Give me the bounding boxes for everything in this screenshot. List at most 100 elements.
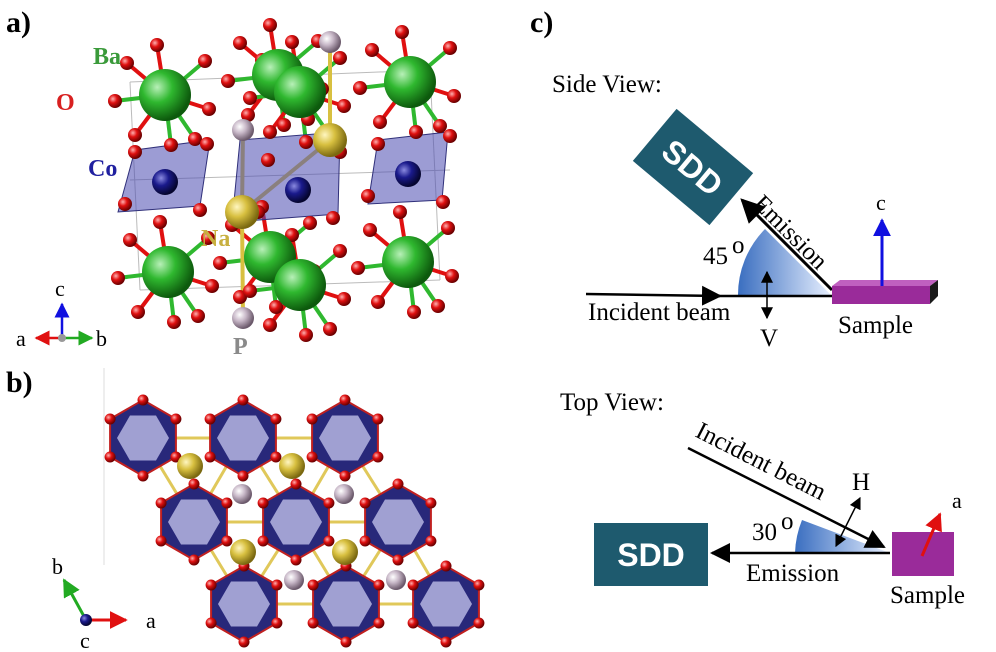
top-a-axis-arrow bbox=[920, 512, 942, 557]
o-atom bbox=[326, 211, 340, 225]
o-atom bbox=[270, 451, 282, 463]
o-atom bbox=[108, 94, 122, 108]
na-atom bbox=[332, 539, 358, 565]
o-atom bbox=[263, 318, 277, 332]
o-atom bbox=[353, 81, 367, 95]
o-atom bbox=[333, 244, 347, 258]
ba-atom bbox=[382, 236, 434, 288]
ba-atom bbox=[384, 56, 436, 108]
octahedron-face bbox=[270, 499, 322, 545]
o-atom bbox=[323, 322, 337, 336]
side-c-axis-label: c bbox=[876, 190, 886, 215]
ba-atom bbox=[274, 259, 326, 311]
o-atom bbox=[339, 394, 351, 406]
o-atom bbox=[407, 617, 419, 629]
p-atom bbox=[232, 119, 254, 141]
o-atom bbox=[261, 153, 275, 167]
o-atom bbox=[137, 394, 149, 406]
o-atom bbox=[371, 295, 385, 309]
side-incident-label: Incident beam bbox=[588, 299, 731, 326]
o-atom bbox=[440, 636, 452, 648]
o-atom bbox=[270, 413, 282, 425]
svg-text:30: 30 bbox=[752, 519, 777, 546]
side-view: Side View: SDD Emission Incident beam V … bbox=[552, 71, 938, 352]
o-atom bbox=[202, 102, 216, 116]
atoms-top bbox=[104, 394, 485, 648]
o-atom bbox=[277, 118, 291, 132]
o-atom bbox=[441, 221, 455, 235]
o-atom bbox=[263, 18, 277, 32]
atoms bbox=[108, 18, 461, 342]
side-incident-arrow bbox=[585, 285, 722, 306]
co-atom bbox=[285, 177, 311, 203]
top-a-axis-label: a bbox=[952, 488, 962, 513]
na-atom bbox=[225, 195, 259, 229]
o-atom bbox=[306, 413, 318, 425]
o-atom bbox=[299, 135, 313, 149]
label-o: O bbox=[56, 90, 75, 116]
o-atom bbox=[198, 54, 212, 68]
na-atom bbox=[230, 539, 256, 565]
o-atom bbox=[237, 470, 249, 482]
o-atom bbox=[307, 617, 319, 629]
o-atom bbox=[290, 478, 302, 490]
side-sample bbox=[832, 280, 938, 304]
o-atom bbox=[425, 497, 437, 509]
o-atom bbox=[365, 43, 379, 57]
o-atom bbox=[104, 413, 116, 425]
label-ba: Ba bbox=[93, 44, 121, 70]
o-atom bbox=[473, 617, 485, 629]
o-atom bbox=[303, 216, 317, 230]
o-atom bbox=[188, 554, 200, 566]
o-atom bbox=[167, 315, 181, 329]
o-atom bbox=[128, 128, 142, 142]
top-detector-label: SDD bbox=[617, 537, 685, 573]
label-p: P bbox=[233, 334, 248, 360]
o-atom bbox=[131, 305, 145, 319]
axes-triad-b: b a c bbox=[52, 554, 156, 652]
top-view: Top View: SDD Incident beam Emission H 3… bbox=[560, 389, 965, 609]
o-atom bbox=[371, 137, 385, 151]
o-atom bbox=[204, 413, 216, 425]
o-atom bbox=[150, 38, 164, 52]
o-atom bbox=[407, 579, 419, 591]
octahedron-face bbox=[117, 415, 169, 461]
o-atom bbox=[155, 535, 167, 547]
o-atom bbox=[445, 269, 459, 283]
o-atom bbox=[164, 138, 178, 152]
side-angle-label: 45 o bbox=[703, 232, 745, 270]
side-emission-arrow bbox=[740, 198, 834, 292]
o-atom bbox=[395, 25, 409, 39]
o-atom bbox=[271, 617, 283, 629]
o-atom bbox=[440, 560, 452, 572]
o-atom bbox=[431, 299, 445, 313]
o-atom bbox=[170, 413, 182, 425]
o-atom bbox=[299, 328, 313, 342]
o-atom bbox=[425, 535, 437, 547]
o-atom bbox=[201, 231, 215, 245]
panel-a-label: a) bbox=[6, 6, 31, 39]
o-atom bbox=[337, 99, 351, 113]
octahedron-face bbox=[319, 415, 371, 461]
label-na: Na bbox=[201, 226, 230, 252]
o-atom bbox=[409, 125, 423, 139]
o-atom bbox=[128, 145, 142, 159]
panel-a: a) Ba O Co Na P c a b bbox=[6, 6, 461, 360]
axis-a-label: a bbox=[16, 326, 26, 351]
p-atom bbox=[284, 570, 304, 590]
side-sample-label: Sample bbox=[838, 312, 913, 339]
axis-b-label: b bbox=[96, 326, 107, 351]
na-atom bbox=[279, 453, 305, 479]
o-atom bbox=[323, 497, 335, 509]
o-atom bbox=[373, 579, 385, 591]
panel-b: b) b a c bbox=[6, 366, 485, 652]
o-atom bbox=[137, 470, 149, 482]
ba-atom bbox=[142, 246, 194, 298]
o-atom bbox=[359, 535, 371, 547]
na-atom bbox=[313, 123, 347, 157]
ba-atom bbox=[139, 69, 191, 121]
o-atom bbox=[221, 497, 233, 509]
side-detector: SDD bbox=[632, 108, 754, 226]
p-atom bbox=[334, 484, 354, 504]
o-atom bbox=[363, 223, 377, 237]
